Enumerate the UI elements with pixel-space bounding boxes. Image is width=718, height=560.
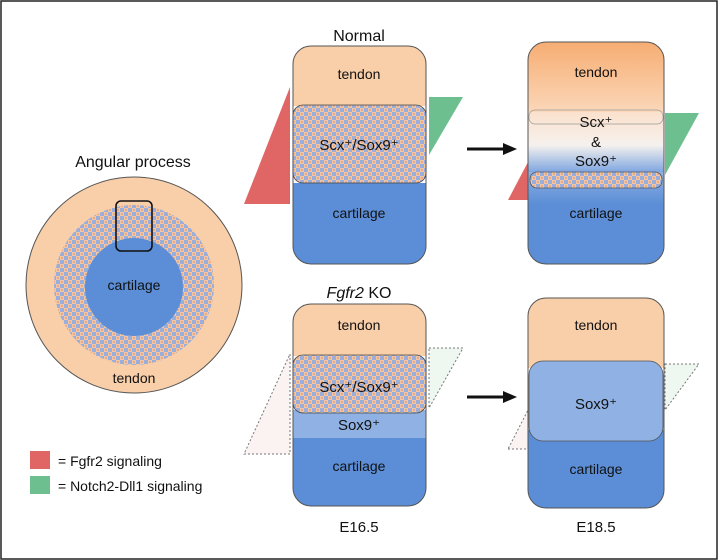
normal-e165-panel: Normal tendon Scx⁺/Sox9⁺ cartilage xyxy=(244,28,463,265)
stage-label-e185: E18.5 xyxy=(576,519,615,536)
scx-sox9-label: Scx⁺/Sox9⁺ xyxy=(319,137,398,154)
legend: = Fgfr2 signaling = Notch2-Dll1 signalin… xyxy=(30,451,202,494)
sox9-zone xyxy=(528,360,664,442)
cartilage-label: cartilage xyxy=(333,458,386,474)
normal-title: Normal xyxy=(333,28,385,45)
tendon-label: tendon xyxy=(338,317,381,333)
residual-transition-zone xyxy=(529,171,663,189)
fgfr2-gradient-wedge-faded xyxy=(243,353,291,455)
ampersand-label: & xyxy=(591,134,601,151)
legend-label-fgfr2: = Fgfr2 signaling xyxy=(58,453,162,469)
ko-suffix: KO xyxy=(364,285,392,302)
fgfr2-gradient-wedge-faded xyxy=(507,409,529,450)
scx-sox9-zone xyxy=(292,354,427,414)
stage-label-e165: E16.5 xyxy=(339,519,378,536)
cartilage-label: cartilage xyxy=(108,277,161,293)
tendon-label: tendon xyxy=(575,317,618,333)
tendon-label: tendon xyxy=(575,64,618,80)
ko-e185-panel: tendon Sox9⁺ cartilage xyxy=(507,297,700,509)
legend-swatch-fgfr2 xyxy=(30,451,50,469)
angular-process-title: Angular process xyxy=(75,154,191,171)
cartilage-label: cartilage xyxy=(570,205,623,221)
ko-title: Fgfr2 KO xyxy=(327,285,392,302)
arrow-normal xyxy=(467,143,517,155)
notch-gradient-wedge xyxy=(665,113,699,175)
ko-e165-panel: Fgfr2 KO tendon Scx⁺/Sox9⁺ Sox9⁺ cartila… xyxy=(243,285,464,507)
cartilage-core xyxy=(85,238,183,336)
tendon-label: tendon xyxy=(113,370,156,386)
cartilage-label: cartilage xyxy=(570,461,623,477)
tendon-label: tendon xyxy=(338,66,381,82)
ko-gene-name: Fgfr2 xyxy=(327,285,364,302)
angular-process-diagram: Angular process cartilage tendon xyxy=(25,154,243,394)
arrow-ko xyxy=(467,391,517,403)
legend-label-notch: = Notch2-Dll1 signaling xyxy=(58,478,202,494)
fgfr2-gradient-wedge xyxy=(244,87,290,204)
sox9-label: Sox9⁺ xyxy=(575,153,617,170)
sox9-label: Sox9⁺ xyxy=(338,417,380,434)
scx-sox9-zone xyxy=(292,104,427,184)
notch-gradient-wedge-faded xyxy=(428,347,464,410)
fgfr2-gradient-wedge xyxy=(508,162,528,200)
notch-gradient-wedge xyxy=(429,97,463,155)
region-box xyxy=(115,200,153,252)
cartilage-label: cartilage xyxy=(333,205,386,221)
notch-gradient-wedge-faded xyxy=(664,363,700,412)
normal-e185-panel: tendon Scx⁺ & Sox9⁺ cartilage xyxy=(508,41,699,265)
legend-swatch-notch xyxy=(30,476,50,494)
scx-label: Scx⁺ xyxy=(580,114,613,131)
sox9-label: Sox9⁺ xyxy=(575,396,617,413)
scx-sox9-label: Scx⁺/Sox9⁺ xyxy=(319,379,398,396)
